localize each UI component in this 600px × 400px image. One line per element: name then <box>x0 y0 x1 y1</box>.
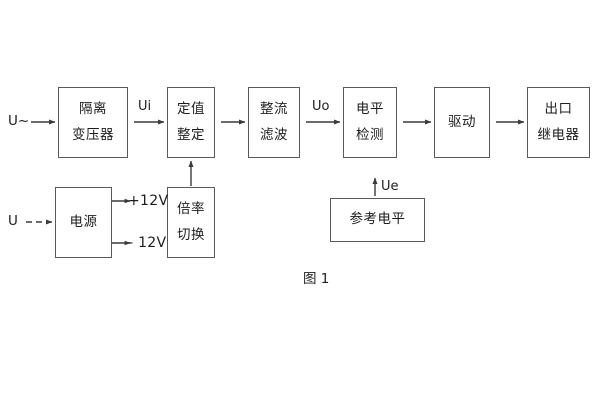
block-line: 出口 <box>544 101 573 117</box>
block-output-relay[interactable]: 出口 继电器 <box>527 87 590 158</box>
block-driver[interactable]: 驱动 <box>434 87 490 158</box>
block-line: 整定 <box>177 126 205 143</box>
label-signal-ue: Ue <box>381 179 399 194</box>
block-line: 滤波 <box>260 126 288 143</box>
block-power-supply[interactable]: 电源 <box>55 187 112 258</box>
block-line: 定值 <box>177 101 205 117</box>
label-input-ac: U~ <box>8 113 30 129</box>
block-line: 检测 <box>356 126 384 143</box>
label-signal-uo: Uo <box>312 99 330 114</box>
block-line: 电平 <box>356 101 384 117</box>
block-line: 隔离 <box>79 101 107 117</box>
block-line: 切换 <box>177 226 205 243</box>
block-line: 整流 <box>260 101 288 117</box>
block-isolation-transformer[interactable]: 隔离 变压器 <box>58 87 128 158</box>
label-rail-negative: - 12V <box>128 235 167 251</box>
block-multiplier-switch[interactable]: 倍率 切换 <box>167 187 215 258</box>
block-line: 倍率 <box>177 201 205 217</box>
figure-caption: 图 1 <box>303 271 330 287</box>
block-line: 电源 <box>69 213 98 230</box>
block-rectifier-filter[interactable]: 整流 滤波 <box>248 87 300 158</box>
block-line: 驱动 <box>448 113 476 130</box>
label-input-dc: U <box>8 213 18 229</box>
block-line: 参考电平 <box>349 211 406 228</box>
block-level-detection[interactable]: 电平 检测 <box>343 87 397 158</box>
block-line: 继电器 <box>537 126 580 143</box>
label-signal-ui: Ui <box>138 99 152 114</box>
block-reference-level[interactable]: 参考电平 <box>330 198 425 242</box>
label-rail-positive: +12V <box>128 193 169 209</box>
block-line: 变压器 <box>72 126 114 143</box>
block-setting-value[interactable]: 定值 整定 <box>167 87 215 158</box>
